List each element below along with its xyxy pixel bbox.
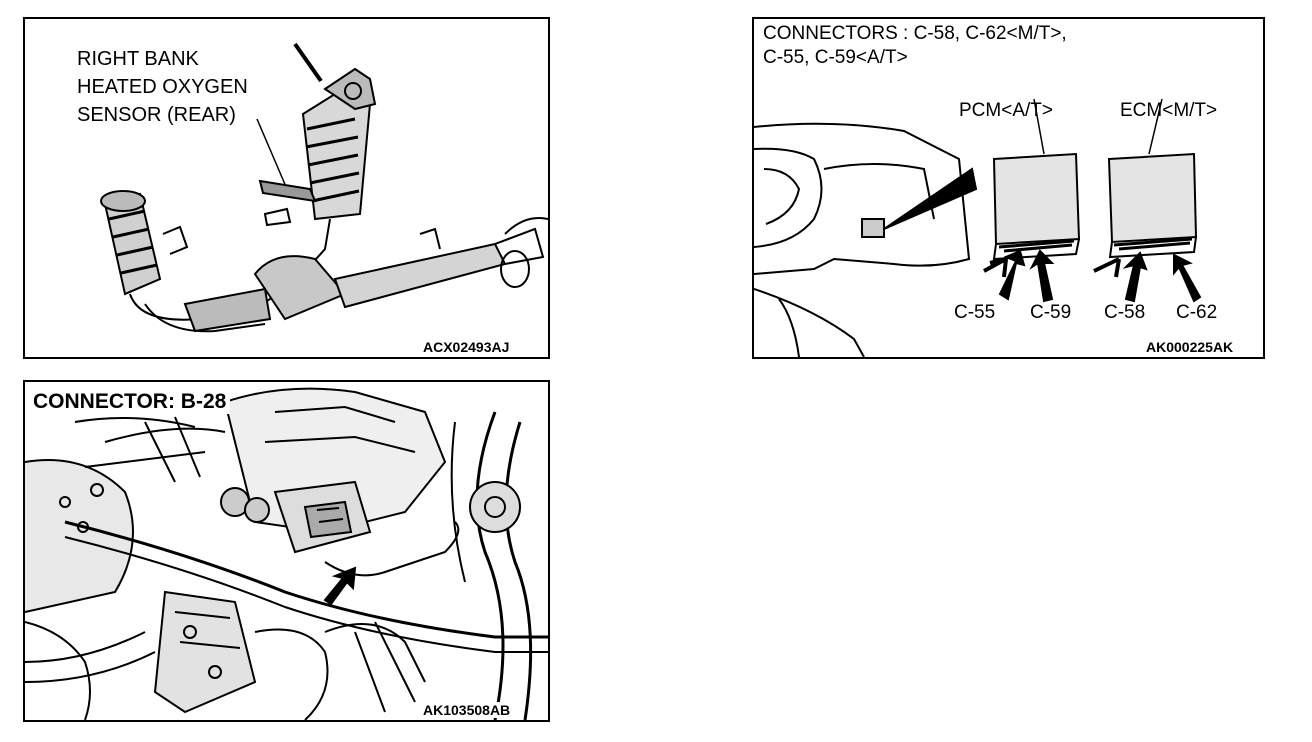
connector-label-c55: C-55 [954, 302, 996, 323]
figure-code: AK103508AB [423, 702, 511, 718]
connector-label-c59: C-59 [1030, 302, 1072, 323]
pcm-label: PCM<A/T> [959, 100, 1053, 121]
b28-header: CONNECTOR: B-28 [31, 390, 231, 414]
figure-code: AK000225AK [1146, 339, 1234, 355]
exhaust-oxygen-sensor-figure: RIGHT BANK HEATED OXYGEN SENSOR (REAR) A… [23, 17, 550, 359]
connectors-header-line-2: C-55, C-59<A/T> [763, 47, 908, 68]
engine-bay-illustration [25, 387, 548, 720]
sensor-callout-line-2: HEATED OXYGEN [77, 76, 248, 98]
connector-label-c62: C-62 [1176, 302, 1218, 323]
connectors-header-line-1: CONNECTORS : C-58, C-62<M/T>, [763, 23, 1067, 44]
exhaust-illustration [100, 42, 548, 333]
sensor-callout-line-1: RIGHT BANK [77, 48, 199, 70]
engine-connector-b28-figure: CONNECTOR: B-28 AK103508AB [23, 380, 550, 722]
dashboard-module-illustration [754, 98, 1202, 357]
connector-label-c58: C-58 [1104, 302, 1146, 323]
figure-code: ACX02493AJ [423, 339, 510, 355]
ecm-label: ECM<M/T> [1120, 100, 1218, 121]
control-module-connectors-figure: CONNECTORS : C-58, C-62<M/T>, C-55, C-59… [752, 17, 1265, 359]
sensor-callout-line-3: SENSOR (REAR) [77, 104, 236, 126]
